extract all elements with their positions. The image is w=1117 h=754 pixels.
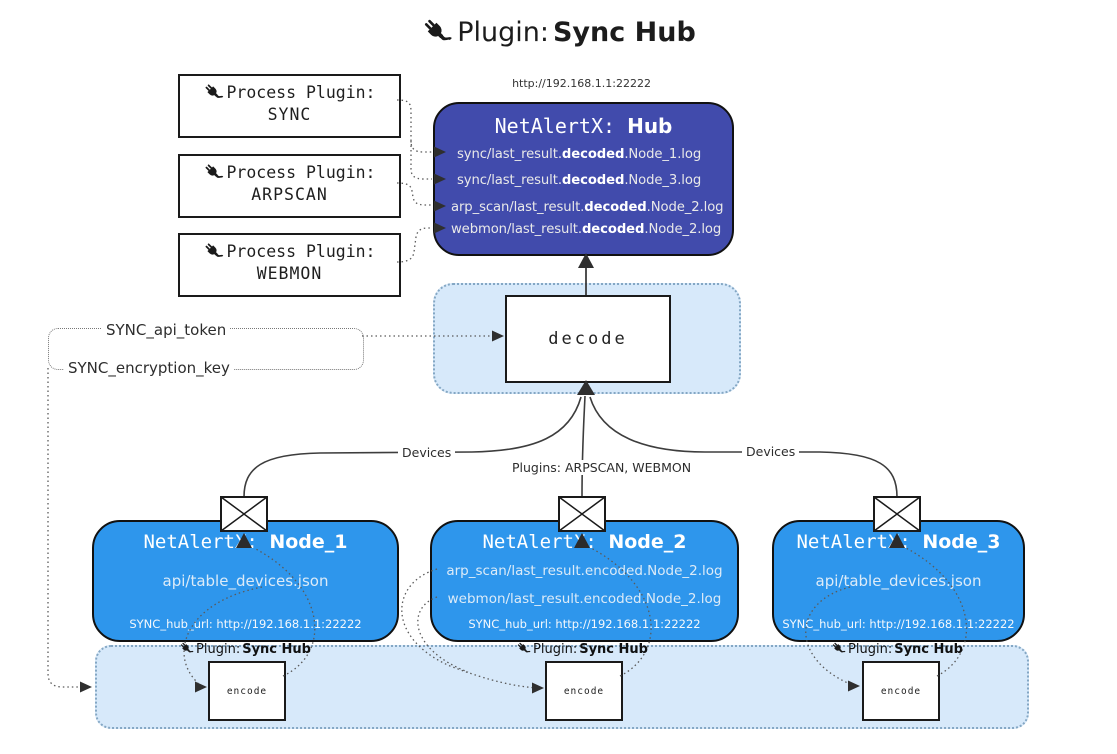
hub-title-name: Hub — [627, 114, 673, 138]
node-title: NetAlertX: Node_1 — [143, 531, 348, 553]
hub-log-row: sync/last_result.decoded.Node_3.log — [457, 173, 702, 188]
node-file-row: webmon/last_result.encoded.Node_2.log — [447, 591, 722, 607]
node-file-row: api/table_devices.json — [162, 572, 329, 590]
node-file-row: arp_scan/last_result.encoded.Node_2.log — [446, 563, 723, 579]
devices-edge-label-right: Devices — [742, 444, 800, 459]
arpscan-plugin-wire — [396, 182, 432, 206]
process-plugin-name: SYNC — [267, 105, 312, 124]
node-title: NetAlertX: Node_2 — [482, 531, 687, 553]
webmon-plugin-wire — [396, 227, 432, 263]
encode-box-1: encode — [208, 661, 286, 721]
hub-url: http://192.168.1.1:22222 — [512, 77, 651, 90]
process-plugin-name: WEBMON — [256, 264, 323, 283]
hub-log-row: webmon/last_result.decoded.Node_2.log — [451, 222, 722, 237]
process-plugin-label: Process Plugin: — [226, 242, 376, 261]
sync-plugin-wire — [396, 99, 432, 153]
process-plugin-name: ARPSCAN — [251, 185, 328, 204]
sync-api-token-label: SYNC_api_token — [102, 321, 231, 339]
sync-encryption-key-label: SYNC_encryption_key — [64, 359, 234, 377]
plug-icon — [206, 164, 224, 178]
encode-plugin-label-2: Plugin: Sync Hub — [516, 641, 648, 658]
hub-title-prefix: NetAlertX: — [494, 114, 628, 138]
plugins-edge-label: Plugins: ARPSCAN, WEBMON — [508, 460, 696, 475]
plug-icon — [517, 642, 531, 653]
encode-box-2: encode — [545, 661, 623, 721]
node-file-row: api/table_devices.json — [815, 572, 982, 590]
plug-icon — [206, 84, 224, 98]
devices-edge-label-left: Devices — [398, 445, 456, 460]
node-title: NetAlertX: Node_3 — [796, 531, 1001, 553]
hub-title: NetAlertX: Hub — [435, 114, 732, 138]
node-2-box: NetAlertX: Node_2 arp_scan/last_result.e… — [430, 520, 739, 642]
node-hub-url: SYNC_hub_url: http://192.168.1.1:22222 — [129, 617, 362, 631]
node-hub-url: SYNC_hub_url: http://192.168.1.1:22222 — [782, 617, 1015, 631]
title-name: Sync Hub — [552, 16, 696, 48]
hub-log-row: arp_scan/last_result.decoded.Node_2.log — [451, 200, 724, 215]
hub-log-row: sync/last_result.decoded.Node_1.log — [457, 147, 702, 162]
encode-box-3: encode — [862, 661, 940, 721]
page-title: Plugin: Sync Hub — [0, 16, 1117, 48]
plug-icon — [180, 642, 194, 653]
decode-label: decode — [548, 329, 628, 349]
process-plugin-box-arpscan: Process Plugin: ARPSCAN — [178, 154, 401, 218]
plug-icon — [832, 642, 846, 653]
encode-plugin-label-1: Plugin: Sync Hub — [179, 641, 311, 658]
decode-box: decode — [505, 295, 671, 383]
hub-box: NetAlertX: Hub sync/last_result.decoded.… — [433, 102, 734, 256]
process-plugin-label: Process Plugin: — [226, 83, 376, 102]
plug-icon — [425, 19, 453, 41]
node-1-box: NetAlertX: Node_1 api/table_devices.json… — [92, 520, 399, 642]
process-plugin-box-sync: Process Plugin: SYNC — [178, 74, 401, 138]
process-plugin-label: Process Plugin: — [226, 163, 376, 182]
sync-plugin-wire-2 — [410, 141, 432, 180]
title-prefix: Plugin: — [457, 16, 549, 48]
encode-plugin-label-3: Plugin: Sync Hub — [831, 641, 963, 658]
node2-to-decode-line — [581, 395, 586, 498]
arrow-right-icon — [80, 681, 92, 693]
process-plugin-box-webmon: Process Plugin: WEBMON — [178, 233, 401, 297]
plug-icon — [206, 243, 224, 257]
node-3-box: NetAlertX: Node_3 api/table_devices.json… — [772, 520, 1025, 642]
settings-to-encode-wire — [47, 368, 81, 688]
node-hub-url: SYNC_hub_url: http://192.168.1.1:22222 — [468, 617, 701, 631]
